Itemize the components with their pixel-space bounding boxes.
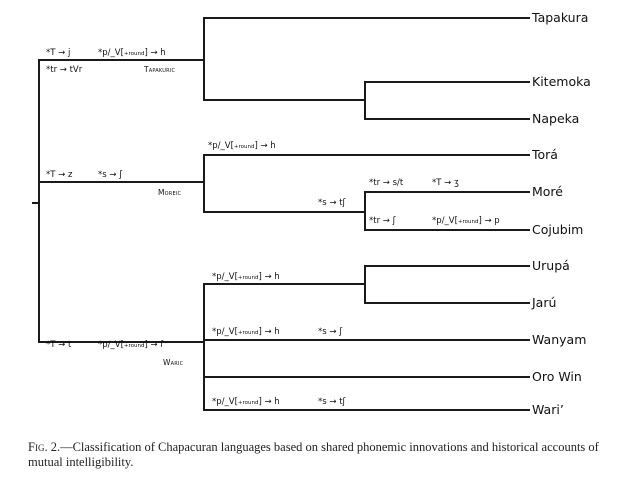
caption-text: —Classification of Chapacuran languages … [28, 440, 599, 469]
annotation-wari-s: *s → tʃ [318, 397, 347, 407]
leaf-wari: Wari’ [532, 402, 564, 417]
annotation-tapakuric-T: *T → j [46, 48, 70, 58]
annotation-wari-p: *p/_V[+round] → h [212, 397, 280, 407]
annotation-wanyam-p: *p/_V[+round] → h [212, 327, 280, 337]
leaf-jaru: Jarú [531, 295, 556, 310]
annotation-waric-T: *T → t [46, 340, 72, 350]
leaf-napeka: Napeka [532, 111, 579, 126]
annotation-moreic-T: *T → z [46, 170, 73, 180]
leaf-kitemoka: Kitemoka [532, 74, 591, 89]
group-label-moreic: Moreic [158, 188, 182, 197]
annotation-urupa-jaru-p: *p/_V[+round] → h [212, 272, 280, 282]
classification-tree: Tapakura Kitemoka Napeka Torá Moré Cojub… [32, 10, 591, 417]
annotation-cojubim-tr: *tr → ʃ [369, 216, 397, 226]
innovation-annotations: *T → j *p/_V[+round] → h *tr → tVr *T → … [46, 48, 500, 407]
figure-label: Fig. 2. [28, 440, 61, 454]
figure-caption: Fig. 2.—Classification of Chapacuran lan… [28, 440, 628, 470]
leaf-tora: Torá [531, 147, 558, 162]
leaf-labels: Tapakura Kitemoka Napeka Torá Moré Cojub… [531, 10, 591, 417]
group-label-waric: Waric [163, 358, 184, 367]
leaf-oro-win: Oro Win [532, 369, 582, 384]
group-labels: Tapakuric Moreic Waric [143, 65, 184, 367]
group-label-tapakuric: Tapakuric [143, 65, 175, 74]
annotation-tapakuric-tr: *tr → tVr [46, 65, 83, 75]
tree-branches [32, 17, 530, 411]
leaf-urupa: Urupá [532, 258, 570, 273]
annotation-wanyam-s: *s → ʃ [318, 327, 343, 337]
annotation-waric-p: *p/_V[+round] → f [98, 340, 164, 350]
annotation-more-T: *T → ʒ [432, 178, 459, 188]
leaf-more: Moré [532, 184, 563, 199]
annotation-more-cojubim-s: *s → tʃ [318, 198, 347, 208]
leaf-tapakura: Tapakura [531, 10, 588, 25]
annotation-tora-p: *p/_V[+round] → h [208, 141, 276, 151]
annotation-more-tr: *tr → s/t [369, 178, 404, 188]
annotation-cojubim-p: *p/_V[+round] → p [432, 216, 500, 226]
leaf-wanyam: Wanyam [532, 332, 586, 347]
annotation-moreic-s: *s → ʃ [98, 170, 123, 180]
leaf-cojubim: Cojubim [532, 222, 583, 237]
annotation-tapakuric-p: *p/_V[+round] → h [98, 48, 166, 58]
